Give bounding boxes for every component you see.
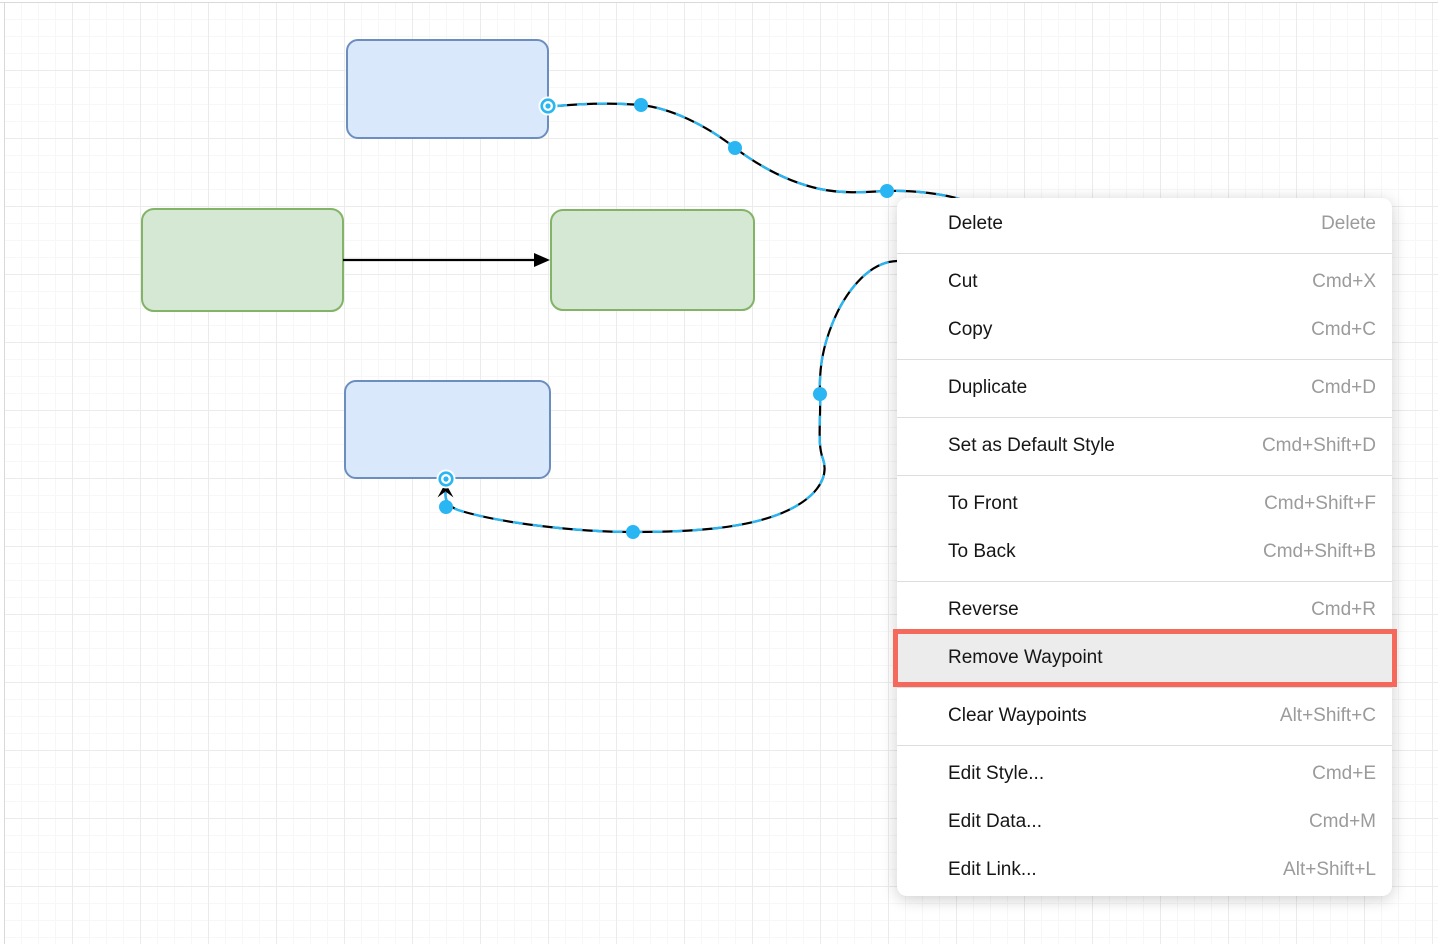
- menu-item-label: Set as Default Style: [948, 435, 1115, 456]
- menu-item-hotkey: Cmd+E: [1312, 763, 1376, 784]
- menu-item-copy[interactable]: Copy Cmd+C: [897, 306, 1392, 354]
- menu-item-hotkey: Cmd+Shift+F: [1264, 493, 1376, 514]
- edge-target-terminal-handle[interactable]: [436, 469, 456, 489]
- menu-separator: [897, 358, 1392, 360]
- straight-arrow-head: [534, 253, 550, 267]
- menu-item-hotkey: Cmd+C: [1311, 319, 1376, 340]
- menu-item-hotkey: Cmd+M: [1308, 811, 1376, 832]
- waypoint-handle-2[interactable]: [728, 141, 742, 155]
- menu-item-label: Reverse: [948, 599, 1019, 620]
- waypoint-handle-4[interactable]: [813, 387, 827, 401]
- menu-item-hotkey: Cmd+Shift+D: [1261, 435, 1376, 456]
- selected-edge-arrowhead: [437, 483, 454, 498]
- menu-item-label: Delete: [948, 213, 1003, 234]
- menu-item-label: To Front: [948, 493, 1018, 514]
- menu-item-reverse[interactable]: Reverse Cmd+R: [897, 586, 1392, 634]
- menu-item-edit-data[interactable]: Edit Data... Cmd+M: [897, 798, 1392, 846]
- waypoint-handle-1[interactable]: [634, 98, 648, 112]
- menu-item-label: Edit Link...: [948, 859, 1037, 880]
- menu-item-to-back[interactable]: To Back Cmd+Shift+B: [897, 528, 1392, 576]
- blue-rect-bottom[interactable]: [344, 380, 551, 479]
- menu-item-clear-waypoints[interactable]: Clear Waypoints Alt+Shift+C: [897, 692, 1392, 740]
- menu-separator: [897, 744, 1392, 746]
- menu-item-hotkey: Cmd+Shift+B: [1263, 541, 1376, 562]
- blue-rect-top[interactable]: [346, 39, 549, 139]
- menu-item-duplicate[interactable]: Duplicate Cmd+D: [897, 364, 1392, 412]
- menu-item-delete[interactable]: Delete Delete: [897, 200, 1392, 248]
- menu-item-label: To Back: [948, 541, 1016, 562]
- menu-item-to-front[interactable]: To Front Cmd+Shift+F: [897, 480, 1392, 528]
- canvas-page-left-edge: [0, 0, 5, 944]
- menu-separator: [897, 686, 1392, 688]
- menu-separator: [897, 252, 1392, 254]
- edge-source-terminal-handle[interactable]: [538, 96, 558, 116]
- selected-edge-highlight: [444, 102, 1000, 534]
- menu-separator: [897, 416, 1392, 418]
- menu-item-hotkey: Alt+Shift+L: [1283, 859, 1376, 880]
- waypoint-handle-5[interactable]: [626, 525, 640, 539]
- menu-item-label: Edit Data...: [948, 811, 1042, 832]
- menu-item-label: Clear Waypoints: [948, 705, 1087, 726]
- canvas-page-top-edge: [0, 0, 1438, 3]
- menu-item-set-as-default-style[interactable]: Set as Default Style Cmd+Shift+D: [897, 422, 1392, 470]
- menu-item-label: Copy: [948, 319, 993, 340]
- context-menu: Delete Delete Cut Cmd+X Copy Cmd+C Dupli…: [893, 198, 1397, 896]
- menu-item-remove-waypoint[interactable]: Remove Waypoint: [893, 629, 1397, 687]
- menu-item-hotkey: Cmd+R: [1311, 599, 1376, 620]
- menu-item-label: Duplicate: [948, 377, 1028, 398]
- menu-item-hotkey: Cmd+X: [1312, 271, 1376, 292]
- menu-item-hotkey: Alt+Shift+C: [1279, 705, 1376, 726]
- menu-item-edit-link[interactable]: Edit Link... Alt+Shift+L: [897, 846, 1392, 894]
- menu-item-label: Remove Waypoint: [948, 647, 1103, 668]
- menu-item-label: Cut: [948, 271, 978, 292]
- green-rect-right[interactable]: [550, 209, 755, 311]
- menu-item-hotkey: Cmd+D: [1311, 377, 1376, 398]
- waypoint-handle-6[interactable]: [439, 500, 453, 514]
- menu-separator: [897, 580, 1392, 582]
- menu-separator: [897, 474, 1392, 476]
- menu-item-hotkey: Delete: [1321, 213, 1376, 234]
- green-rect-left[interactable]: [141, 208, 344, 312]
- menu-item-edit-style[interactable]: Edit Style... Cmd+E: [897, 750, 1392, 798]
- menu-item-cut[interactable]: Cut Cmd+X: [897, 258, 1392, 306]
- waypoint-handle-3[interactable]: [880, 184, 894, 198]
- menu-item-label: Edit Style...: [948, 763, 1045, 784]
